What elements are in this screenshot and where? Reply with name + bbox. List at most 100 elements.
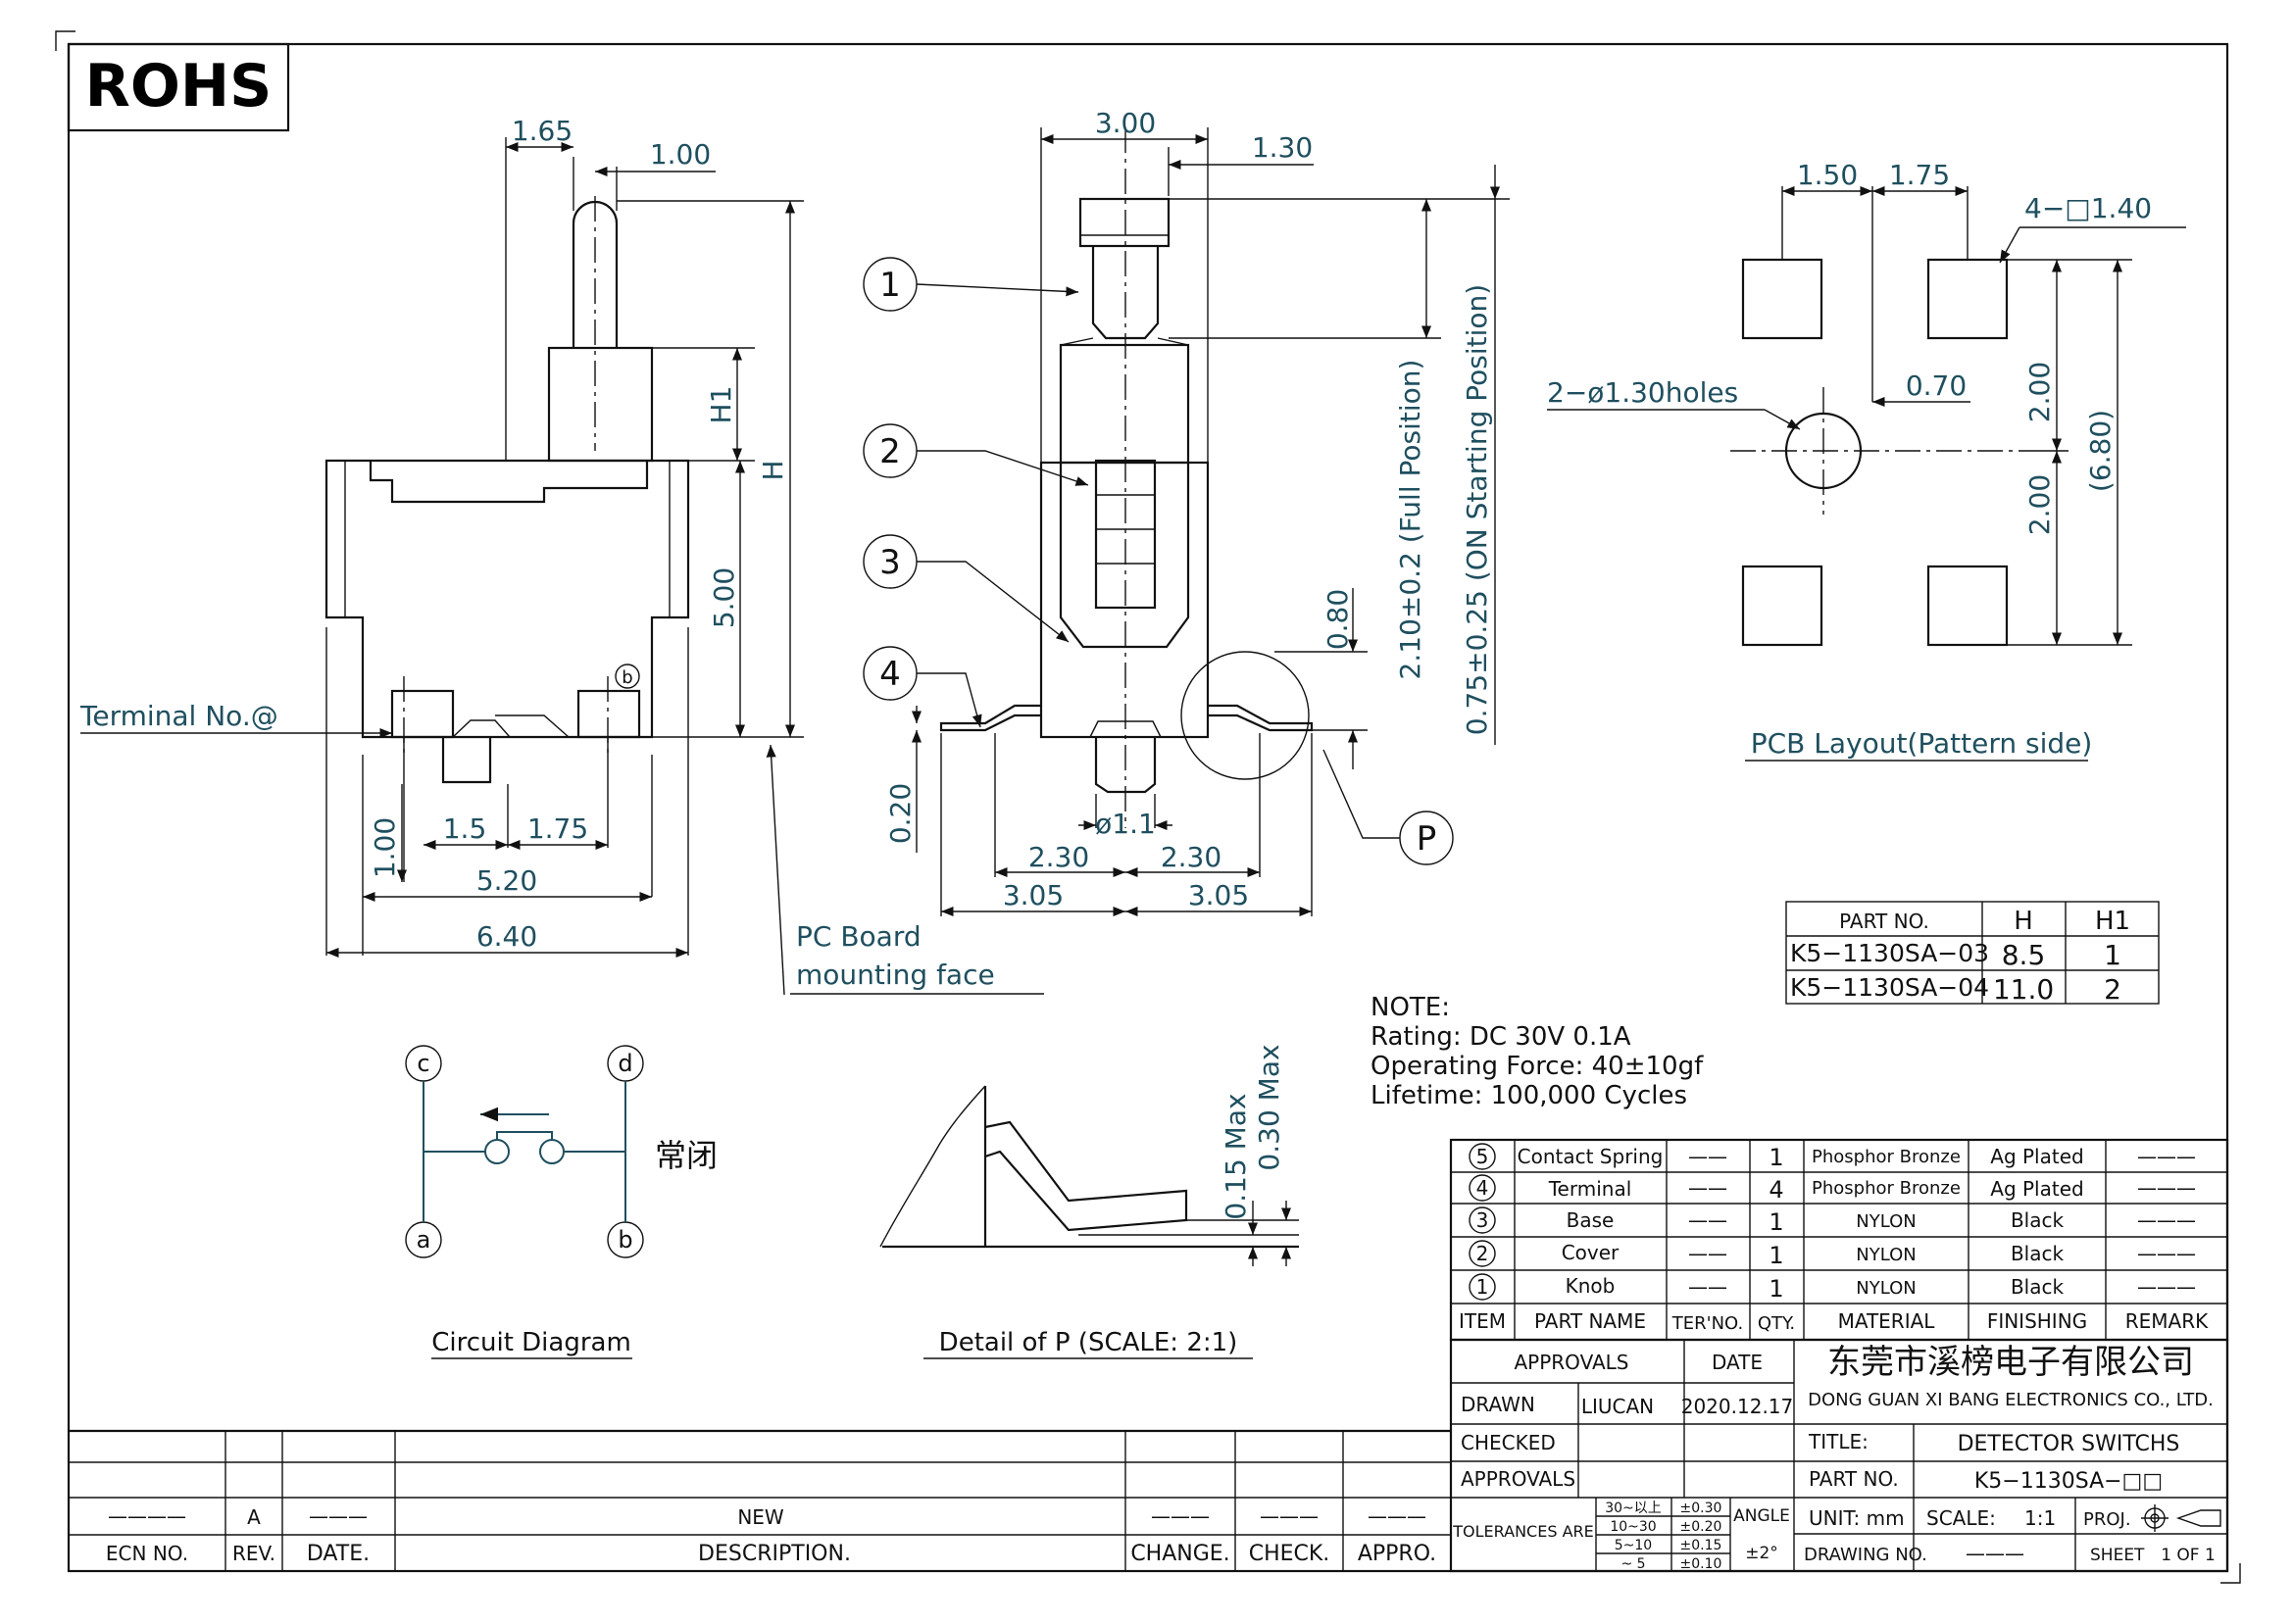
tol-value: ±0.10	[1680, 1556, 1722, 1572]
tol-range: 5~10	[1615, 1538, 1652, 1553]
svg-text:1: 1	[879, 266, 901, 305]
svg-text:REV.: REV.	[232, 1542, 275, 1565]
scale-value: 1:1	[2024, 1506, 2056, 1530]
pc-board-label-2: mounting face	[796, 959, 995, 991]
section-view: 1 2 3 4 P 3.00 1.30	[863, 107, 1510, 917]
bom-row: 5 Contact Spring —— 1 Phosphor Bronze Ag…	[1469, 1143, 2196, 1171]
callout-4: 4	[863, 646, 982, 728]
dim-0-15-max: 0.15 Max	[1220, 1093, 1252, 1219]
pcb-pad	[1741, 565, 1823, 647]
detail-view: 0.15 Max 0.30 Max Detail of P (SCALE: 2:…	[879, 1044, 1299, 1359]
dim-pads: 4−□1.40	[2024, 192, 2152, 224]
circuit-terminal-a: a	[417, 1226, 431, 1254]
note-line: Rating: DC 30V 0.1A	[1371, 1022, 1631, 1052]
table-cell: 11.0	[1993, 973, 2054, 1006]
bom-row: 1 Knob —— 1 NYLON Black ———	[1469, 1273, 2196, 1303]
svg-text:DESCRIPTION.: DESCRIPTION.	[698, 1542, 851, 1566]
detail-caption: Detail of P (SCALE: 2:1)	[939, 1328, 1238, 1357]
unit-label: UNIT: mm	[1809, 1506, 1905, 1530]
svg-text:———: ———	[1260, 1504, 1319, 1528]
dim-1-5: 1.5	[443, 812, 487, 845]
dim-1-00-side: 1.00	[369, 817, 401, 878]
pcb-layout: 1.50 1.75 4−□1.40 2−ø1.30holes 0.70 2.00…	[1547, 159, 2186, 762]
dim-1-75: 1.75	[527, 812, 588, 845]
dim-3-00: 3.00	[1095, 107, 1156, 139]
svg-text:————: ————	[108, 1504, 186, 1528]
dim-h: H	[757, 460, 789, 480]
svg-text:Black: Black	[2011, 1242, 2065, 1265]
svg-text:———: ———	[2137, 1242, 2196, 1265]
svg-text:———: ———	[1151, 1504, 1210, 1528]
circuit-terminal-b: b	[618, 1226, 632, 1254]
callout-2: 2	[863, 423, 1089, 486]
title-label: TITLE:	[1808, 1430, 1869, 1453]
pc-board-label-1: PC Board	[796, 920, 922, 953]
sheet-label: SHEET	[2090, 1546, 2145, 1565]
svg-text:4: 4	[1476, 1176, 1489, 1200]
svg-text:Phosphor Bronze: Phosphor Bronze	[1812, 1147, 1961, 1167]
svg-text:1: 1	[1769, 1275, 1783, 1303]
svg-text:FINISHING: FINISHING	[1987, 1309, 2087, 1333]
svg-text:——: ——	[1688, 1208, 1727, 1232]
bom-row: 2 Cover —— 1 NYLON Black ———	[1469, 1240, 2196, 1269]
note-block: NOTE: Rating: DC 30V 0.1A Operating Forc…	[1371, 993, 1704, 1110]
dim-2-30-right: 2.30	[1161, 841, 1221, 873]
dim-2-30-left: 2.30	[1028, 841, 1089, 873]
svg-text:3: 3	[879, 543, 901, 582]
note-title: NOTE:	[1371, 993, 1450, 1022]
dim-phi-1-1: ø1.1	[1095, 808, 1156, 840]
table-header-h: H	[2014, 907, 2033, 936]
approvals-label: APPROVALS	[1514, 1351, 1628, 1374]
drawing-no-label: DRAWING NO.	[1804, 1545, 1927, 1565]
svg-text:APPRO.: APPRO.	[1358, 1542, 1436, 1566]
svg-text:P: P	[1417, 819, 1437, 859]
svg-text:———: ———	[2137, 1145, 2196, 1168]
svg-text:1: 1	[1769, 1208, 1783, 1236]
table-cell: 8.5	[2002, 939, 2046, 971]
svg-text:——: ——	[1688, 1242, 1727, 1265]
svg-text:———: ———	[2137, 1176, 2196, 1200]
svg-text:REMARK: REMARK	[2125, 1309, 2209, 1333]
dim-holes: 2−ø1.30holes	[1547, 376, 1738, 409]
svg-text:Cover: Cover	[1562, 1241, 1620, 1264]
angle-value: ±2°	[1745, 1544, 1778, 1563]
dim-6-40: 6.40	[476, 920, 537, 953]
bom-row: 4 Terminal —— 4 Phosphor Bronze Ag Plate…	[1469, 1174, 2196, 1204]
svg-text:5: 5	[1476, 1145, 1489, 1168]
table-cell: K5−1130SA−04	[1790, 973, 1989, 1002]
sheet-border	[55, 30, 2241, 1584]
svg-text:Contact Spring: Contact Spring	[1518, 1145, 1664, 1168]
tol-value: ±0.30	[1680, 1501, 1722, 1516]
pcb-pad	[1741, 258, 1823, 340]
svg-text:QTY.: QTY.	[1758, 1313, 1795, 1334]
dim-on-position: 0.75±0.25 (ON Starting Position)	[1461, 284, 1493, 735]
svg-text:4: 4	[1769, 1176, 1783, 1204]
svg-text:4: 4	[879, 655, 901, 694]
svg-text:ITEM: ITEM	[1459, 1309, 1506, 1333]
side-view: b 1.65 1.00 H1 5.00 H Terminal No.@ 1.00	[79, 115, 1044, 996]
title-value: DETECTOR SWITCHS	[1958, 1432, 2180, 1456]
tol-range: 30~以上	[1605, 1501, 1662, 1516]
svg-text:NYLON: NYLON	[1856, 1245, 1916, 1265]
part-number-table: PART NO. H H1 K5−1130SA−03 8.5 1 K5−1130…	[1785, 901, 2160, 1006]
revision-row: ———— A ——— NEW ——— ——— ———	[108, 1504, 1426, 1529]
bom-table: 5 Contact Spring —— 1 Phosphor Bronze Ag…	[1449, 1138, 2229, 1342]
note-line: Lifetime: 100,000 Cycles	[1371, 1081, 1687, 1110]
dim-1-30: 1.30	[1252, 131, 1313, 164]
table-header-h1: H1	[2095, 907, 2130, 936]
revision-header-row: ECN NO. REV. DATE. DESCRIPTION. CHANGE. …	[106, 1542, 1436, 1566]
tol-value: ±0.20	[1680, 1519, 1722, 1535]
dim-0-30-max: 0.30 Max	[1253, 1044, 1285, 1170]
circuit-caption: Circuit Diagram	[431, 1328, 631, 1357]
svg-text:———: ———	[309, 1504, 368, 1528]
svg-text:ECN NO.: ECN NO.	[106, 1542, 188, 1565]
title-block: APPROVALS DATE 东莞市溪榜电子有限公司 DONG GUAN XI …	[1449, 1338, 2229, 1573]
pcb-pad	[1926, 565, 2009, 647]
tol-range: 10~30	[1610, 1519, 1656, 1535]
table-cell: 2	[2104, 973, 2121, 1006]
drawing-no-value: ———	[1966, 1542, 2024, 1565]
checked-label: CHECKED	[1461, 1431, 1556, 1454]
circuit-terminal-d: d	[618, 1050, 632, 1077]
normally-closed-label: 常闭	[655, 1137, 718, 1174]
